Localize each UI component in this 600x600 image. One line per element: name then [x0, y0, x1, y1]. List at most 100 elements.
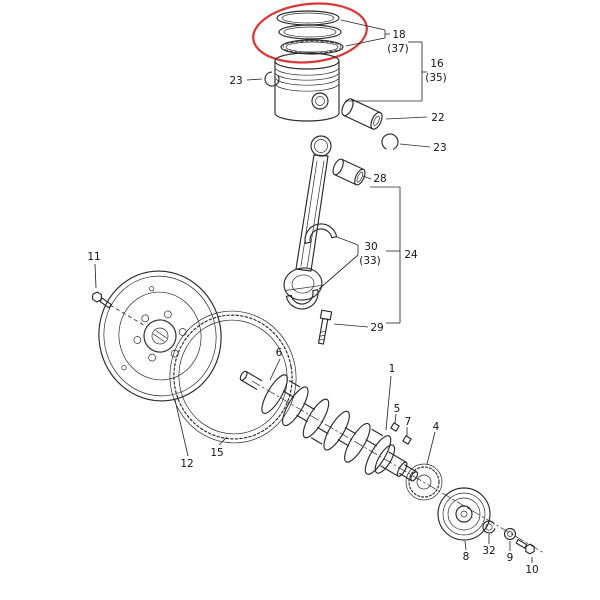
rod-shank	[295, 154, 329, 272]
part-number-alt: (33)	[359, 255, 381, 267]
compression-ring	[278, 24, 342, 40]
timing-gear: 4	[405, 421, 443, 501]
leader-line	[394, 413, 397, 424]
leader-line	[340, 19, 386, 31]
part-number: 1	[389, 363, 396, 375]
lightening-hole	[149, 286, 155, 292]
washer	[503, 527, 517, 541]
leader-line	[246, 78, 263, 81]
part-number: 7	[405, 416, 412, 428]
small-end-bore	[314, 139, 328, 153]
part-number: 9	[507, 552, 514, 564]
pulley-bore	[460, 510, 468, 518]
crank-pin	[317, 426, 329, 435]
bushing-bore	[356, 171, 364, 183]
flywheel-rim	[98, 270, 222, 402]
gear-outer-edge	[405, 463, 443, 501]
crank-pin	[288, 380, 301, 388]
rod-ibeam-line	[306, 160, 325, 269]
compression-ring-inner	[283, 26, 337, 38]
gear-teeth	[408, 466, 440, 498]
part-number: 24	[404, 249, 418, 261]
part-number: 29	[370, 322, 383, 334]
leader-line	[333, 323, 369, 328]
crank-axis-centerline	[251, 380, 545, 554]
bearing-shells: 30 (33)	[285, 223, 381, 310]
part-number: 5	[394, 403, 401, 415]
leader-line	[385, 375, 392, 431]
bolt-shank	[515, 538, 528, 549]
part-number: 22	[431, 112, 444, 124]
front-stub	[240, 379, 258, 390]
gear-outer-edge	[169, 310, 297, 444]
bolt-head	[91, 291, 103, 303]
part-number: 11	[87, 251, 100, 263]
leader-line	[464, 540, 467, 551]
washer-bore	[507, 531, 513, 537]
washer	[482, 520, 496, 534]
bolt-head	[319, 309, 333, 321]
part-number-alt: (37)	[387, 43, 409, 55]
big-end-bore	[291, 274, 315, 294]
hatch-line	[155, 330, 167, 339]
bolt-hole	[148, 353, 156, 362]
pin-body	[343, 114, 374, 130]
flat-washer: 9	[503, 527, 517, 564]
part-number: 15	[210, 447, 223, 459]
bushing-end	[354, 168, 366, 186]
part-number: 23	[229, 75, 242, 87]
washer-bore	[485, 523, 493, 531]
tail-shaft-end	[410, 471, 419, 482]
small-end	[310, 135, 332, 157]
part-number-alt: (35)	[425, 72, 447, 84]
pin-bore	[311, 92, 329, 110]
gear-inner-edge	[178, 319, 288, 435]
pulley-groove	[447, 497, 481, 531]
key	[402, 435, 412, 445]
part-number: 10	[525, 564, 538, 576]
piston-ring-set	[276, 10, 344, 55]
main-journal	[296, 414, 308, 422]
leader-line	[218, 436, 228, 446]
main-journal	[344, 427, 357, 435]
flywheel-hub	[143, 319, 177, 353]
leader-line	[318, 254, 359, 290]
pulley-rim	[437, 487, 491, 541]
callout-ring-set: 18 (37)	[340, 19, 409, 55]
part-number: 30	[364, 241, 377, 253]
leader-line	[269, 358, 281, 381]
ring-groove	[275, 68, 339, 76]
oil-ring-expander	[282, 40, 342, 54]
leader-line	[362, 175, 372, 180]
callout-rod-assembly: 24	[370, 186, 418, 324]
flywheel-bolt: 11	[87, 251, 148, 328]
circlip-right: 23	[381, 133, 447, 154]
bushing-body	[333, 174, 357, 186]
connecting-rod	[283, 135, 332, 301]
pulley-hub	[455, 505, 473, 523]
part-number: 8	[463, 551, 470, 563]
crank-web	[364, 435, 392, 475]
rear-stub	[380, 465, 399, 477]
pin-bore	[373, 115, 380, 126]
crank-pin	[371, 428, 384, 437]
ring-groove	[275, 73, 339, 81]
assembly-dash-line	[109, 304, 148, 328]
pin-body	[350, 98, 381, 114]
ring-groove	[275, 84, 339, 92]
thread-line	[319, 334, 326, 337]
flywheel-face-circle	[118, 291, 202, 381]
hatch-line	[153, 333, 165, 342]
circlip	[264, 71, 280, 87]
bolt-hole	[178, 328, 187, 336]
crank-pin	[365, 439, 377, 447]
part-number: 32	[482, 545, 495, 557]
flywheel	[98, 270, 222, 402]
pulley-groove	[442, 492, 486, 536]
bolt-hole	[133, 336, 142, 344]
rod-ibeam-line	[300, 160, 318, 267]
bolt-shank	[317, 317, 329, 345]
woodruff-key-upper: 5	[390, 403, 401, 432]
oil-ring-inner	[285, 41, 339, 53]
leader-line	[345, 37, 386, 47]
